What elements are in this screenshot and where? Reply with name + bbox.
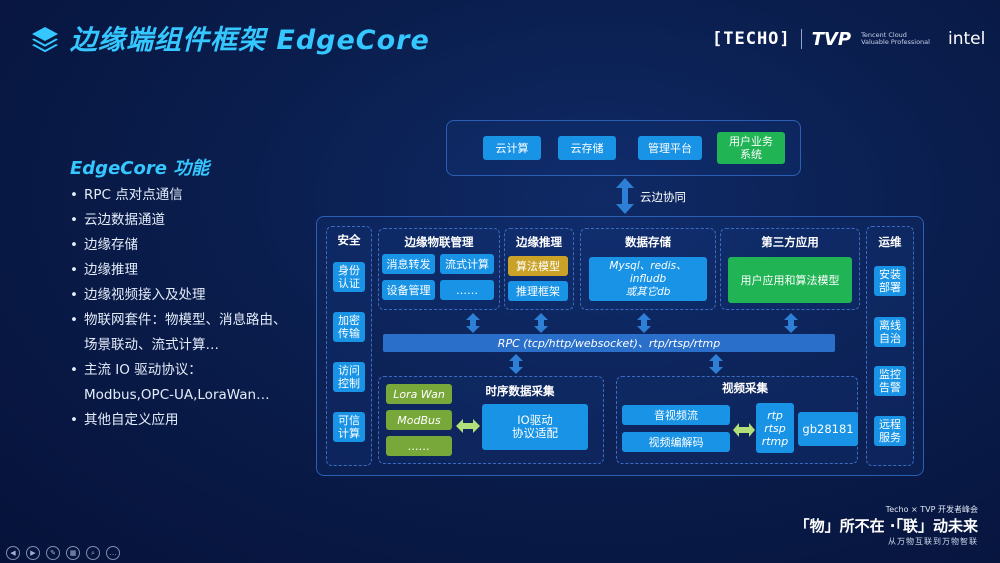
tvp-subtitle: Tencent Cloud Valuable Professional [861, 32, 930, 46]
ops-title: 运维 [878, 235, 902, 249]
install-deploy-button: 安装 部署 [874, 266, 906, 296]
feature-item: •边缘视频接入及处理 [70, 287, 206, 303]
encrypted-transfer-button: 加密 传输 [333, 312, 365, 342]
zoom-icon[interactable]: ⌕ [86, 546, 100, 560]
offline-autonomy-button: 离线 自治 [874, 317, 906, 347]
av-stream-button: 音视频流 [622, 405, 730, 425]
modbus-button: ModBus [386, 410, 452, 430]
storage-db-button: Mysql、redis、 infludb 或其它db [589, 257, 707, 301]
tagline-sub: 从万物互联到万物智联 [888, 537, 978, 546]
iot-more-button: …… [440, 280, 494, 300]
user-business-system-button: 用户业务 系统 [717, 132, 785, 164]
device-management-button: 设备管理 [382, 280, 435, 300]
double-arrow-icon [616, 178, 634, 214]
feature-item: •边缘推理 [70, 262, 138, 278]
feature-item: •其他自定义应用 [70, 412, 179, 428]
slide-toolbar: ◀ ▶ ✎ ▦ ⌕ … [6, 546, 120, 560]
cloud-compute-button: 云计算 [483, 136, 541, 160]
techo-logo: [TECHO] [712, 29, 791, 49]
double-arrow-icon [534, 313, 548, 333]
event-tagline: Techo × TVP 开发者峰会 「物」所不在 ·「联」动未来 从万物互联到万… [795, 504, 978, 547]
feature-item: •物联网套件：物模型、消息路由、 场景联动、流式计算… [70, 312, 287, 353]
prev-slide-icon[interactable]: ◀ [6, 546, 20, 560]
tagline-slogan: 「物」所不在 ·「联」动未来 [794, 517, 978, 535]
horizontal-double-arrow-icon [456, 419, 480, 433]
feature-item: •边缘存储 [70, 237, 138, 253]
tagline-event: Techo × TVP 开发者峰会 [885, 505, 978, 514]
tvp-sub-line1: Tencent Cloud [861, 31, 907, 39]
identity-auth-button: 身份 认证 [333, 262, 365, 292]
features-title: EdgeCore 功能 [70, 158, 210, 179]
double-arrow-icon [637, 313, 651, 333]
double-arrow-icon [509, 354, 523, 374]
feature-item: •主流 IO 驱动协议： Modbus,OPC-UA,LoraWan… [70, 362, 270, 403]
user-app-model-button: 用户应用和算法模型 [728, 257, 852, 303]
security-title: 安全 [337, 233, 361, 247]
access-control-button: 访问 控制 [333, 362, 365, 392]
cloud-storage-button: 云存储 [558, 136, 616, 160]
remote-service-button: 远程 服务 [874, 416, 906, 446]
data-storage-title: 数据存储 [625, 235, 671, 249]
lorawan-button: Lora Wan [386, 384, 452, 404]
inference-framework-button: 推理框架 [508, 281, 568, 301]
double-arrow-icon [784, 313, 798, 333]
timeseries-title: 时序数据采集 [485, 384, 555, 398]
brand-logos: [TECHO] TVP Tencent Cloud Valuable Profe… [712, 24, 985, 54]
double-arrow-icon [709, 354, 723, 374]
third-party-title: 第三方应用 [761, 235, 819, 249]
features-list: •RPC 点对点通信 •云边数据通道 •边缘存储 •边缘推理 •边缘视频接入及处… [70, 183, 330, 433]
video-codec-button: 视频编解码 [622, 432, 730, 452]
algorithm-model-button: 算法模型 [508, 256, 568, 276]
trusted-compute-button: 可信 计算 [333, 412, 365, 442]
protocol-more-button: …… [386, 436, 452, 456]
management-platform-button: 管理平台 [638, 136, 702, 160]
rtp-rtsp-rtmp-button: rtp rtsp rtmp [756, 403, 794, 453]
feature-item: •RPC 点对点通信 [70, 187, 183, 203]
pen-icon[interactable]: ✎ [46, 546, 60, 560]
message-forward-button: 消息转发 [382, 254, 435, 274]
iot-management-title: 边缘物联管理 [404, 235, 474, 249]
layers-icon [32, 27, 58, 53]
rpc-bar: RPC (tcp/http/websocket)、rtp/rtsp/rtmp [383, 334, 835, 352]
feature-item: •云边数据通道 [70, 212, 165, 228]
grid-icon[interactable]: ▦ [66, 546, 80, 560]
double-arrow-icon [466, 313, 480, 333]
more-icon[interactable]: … [106, 546, 120, 560]
brand-divider [800, 29, 802, 49]
next-slide-icon[interactable]: ▶ [26, 546, 40, 560]
tvp-logo: TVP [811, 28, 852, 50]
page-title: 边缘端组件框架 EdgeCore [70, 25, 430, 56]
intel-logo: intel [947, 29, 986, 49]
video-title: 视频采集 [722, 381, 768, 395]
tvp-sub-line2: Valuable Professional [861, 38, 930, 46]
inference-title: 边缘推理 [516, 235, 562, 249]
io-driver-button: IO驱动 协议适配 [482, 404, 588, 450]
stream-compute-button: 流式计算 [440, 254, 494, 274]
monitor-alert-button: 监控 告警 [874, 366, 906, 396]
horizontal-double-arrow-icon [733, 423, 755, 437]
cloud-edge-collab-label: 云边协同 [640, 190, 686, 204]
gb28181-button: gb28181 [798, 412, 858, 446]
